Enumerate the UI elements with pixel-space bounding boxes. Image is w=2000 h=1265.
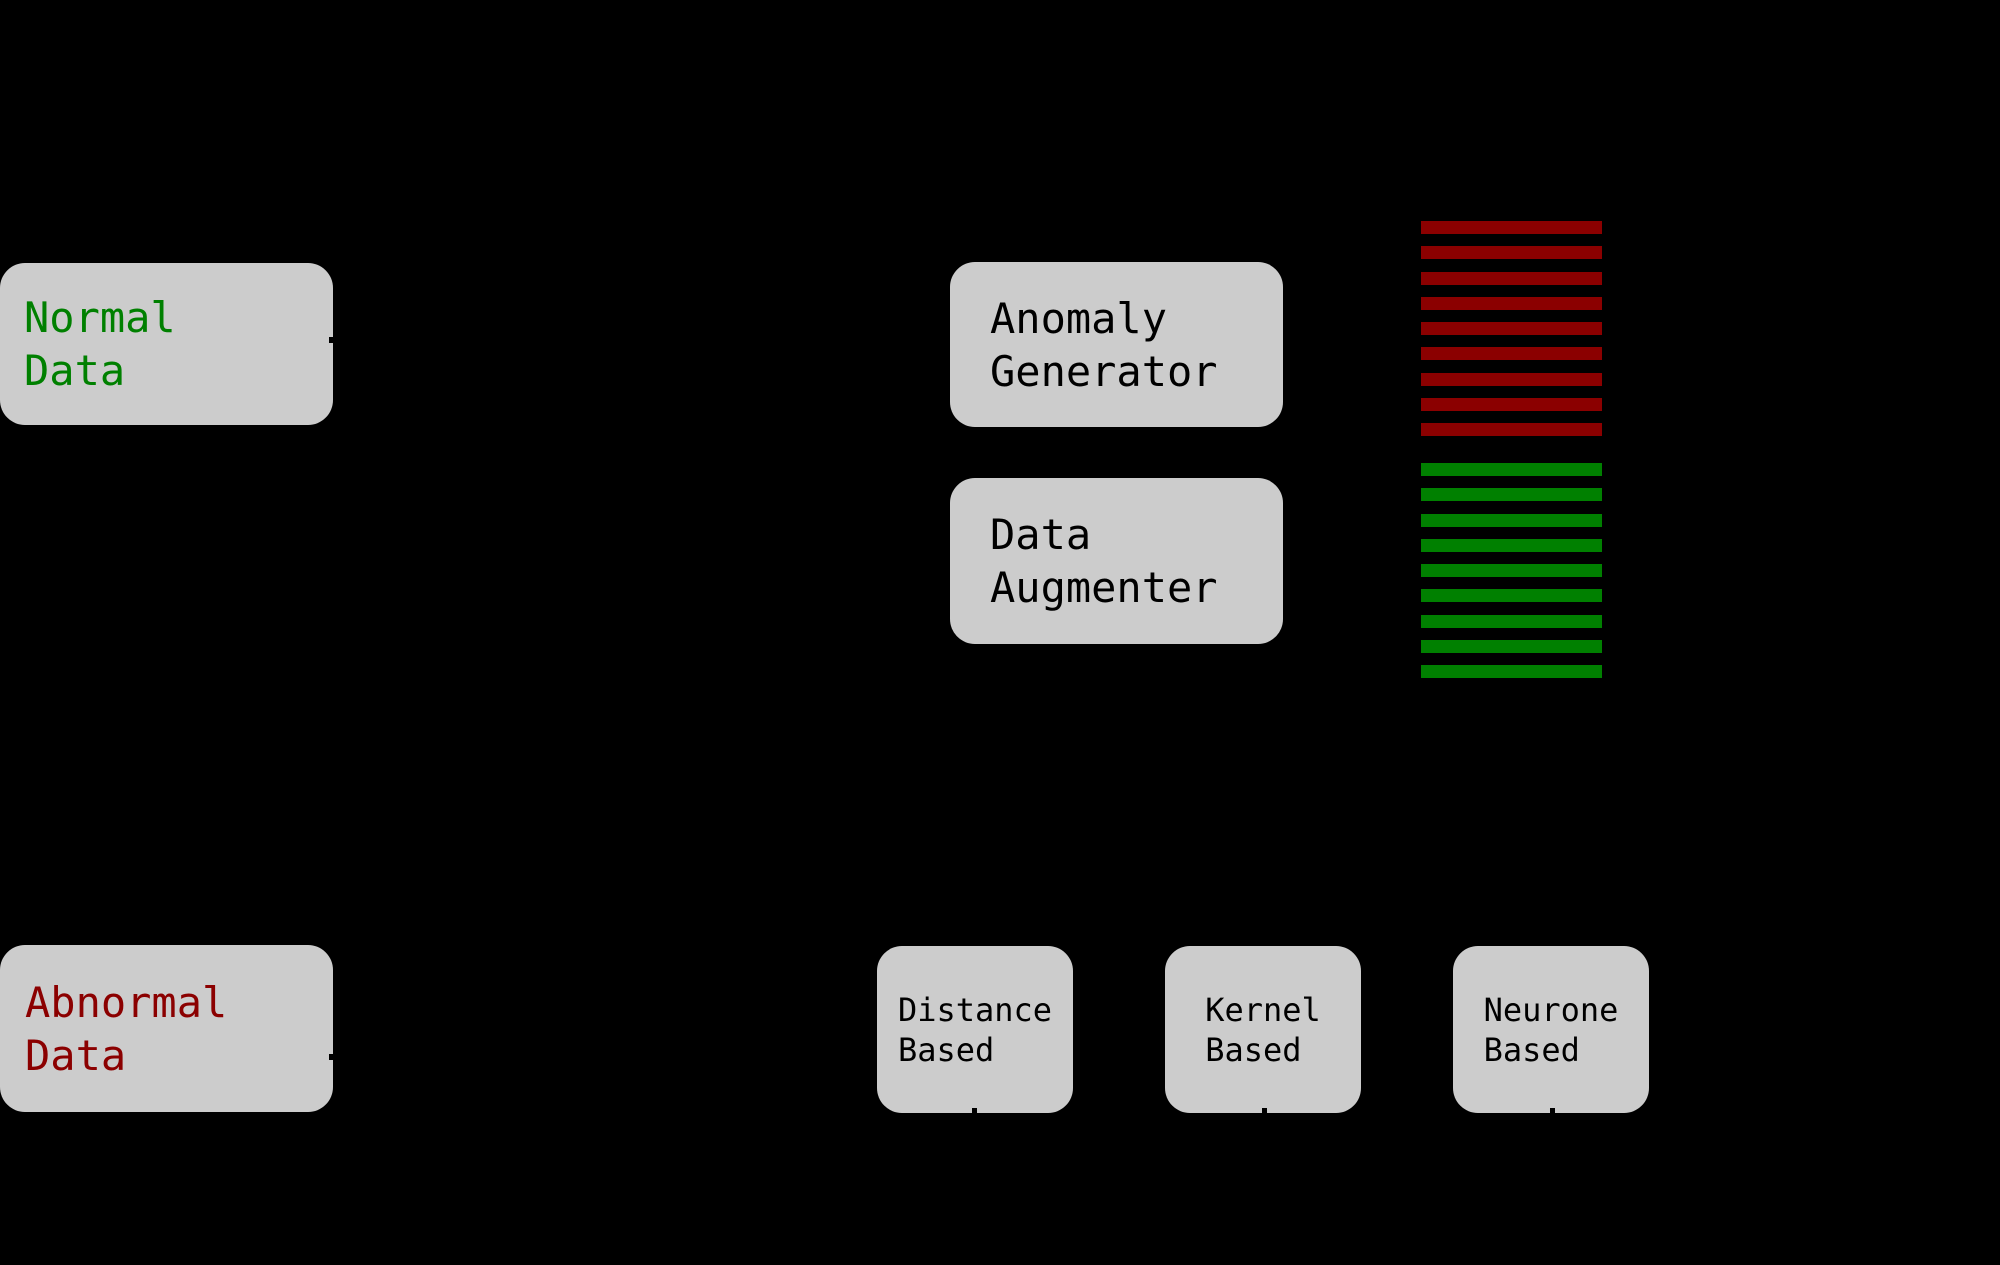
anomalous-sample-stack-bar xyxy=(1421,423,1602,437)
arrow-stub xyxy=(1262,1108,1267,1113)
anomalous-sample-stack-bar xyxy=(1421,296,1602,310)
arrow-stub xyxy=(329,337,333,343)
anomalous-sample-stack-bar xyxy=(1421,347,1602,361)
distance-based-node: Distance Based xyxy=(877,946,1073,1113)
normal-sample-stack-bar xyxy=(1421,614,1602,628)
normal-data-node: Normal Data xyxy=(0,263,333,425)
anomalous-sample-stack-bar xyxy=(1421,246,1602,260)
neurone-based-label: Neurone Based xyxy=(1483,990,1619,1069)
anomaly-generator-label: Anomaly Generator xyxy=(990,293,1218,396)
distance-based-label: Distance Based xyxy=(897,990,1053,1069)
anomaly-generator-node: Anomaly Generator xyxy=(950,262,1283,427)
data-augmenter-node: Data Augmenter xyxy=(950,478,1283,644)
neurone-based-node: Neurone Based xyxy=(1453,946,1649,1113)
anomalous-sample-stack-bar xyxy=(1421,271,1602,285)
arrow-stub xyxy=(1550,1108,1555,1113)
anomalous-sample-stack xyxy=(1421,221,1602,437)
normal-sample-stack xyxy=(1421,463,1602,679)
anomalous-sample-stack-bar xyxy=(1421,398,1602,412)
normal-sample-stack-bar xyxy=(1421,538,1602,552)
normal-sample-stack-bar xyxy=(1421,564,1602,578)
arrow-stub xyxy=(329,1054,333,1060)
normal-sample-stack-bar xyxy=(1421,589,1602,603)
anomalous-sample-stack-bar xyxy=(1421,322,1602,336)
normal-data-label: Normal Data xyxy=(24,293,176,395)
kernel-based-node: Kernel Based xyxy=(1165,946,1361,1113)
data-augmenter-label: Data Augmenter xyxy=(990,510,1218,612)
kernel-based-label: Kernel Based xyxy=(1205,990,1321,1069)
anomalous-sample-stack-bar xyxy=(1421,372,1602,386)
normal-sample-stack-bar xyxy=(1421,513,1602,527)
arrow-stub xyxy=(972,1108,977,1113)
normal-sample-stack-bar xyxy=(1421,665,1602,679)
abnormal-data-node: Abnormal Data xyxy=(0,945,333,1112)
normal-sample-stack-bar xyxy=(1421,488,1602,502)
normal-sample-stack-bar xyxy=(1421,640,1602,654)
anomalous-sample-stack-bar xyxy=(1421,221,1602,234)
abnormal-data-label: Abnormal Data xyxy=(25,977,228,1080)
normal-sample-stack-bar xyxy=(1421,463,1602,476)
